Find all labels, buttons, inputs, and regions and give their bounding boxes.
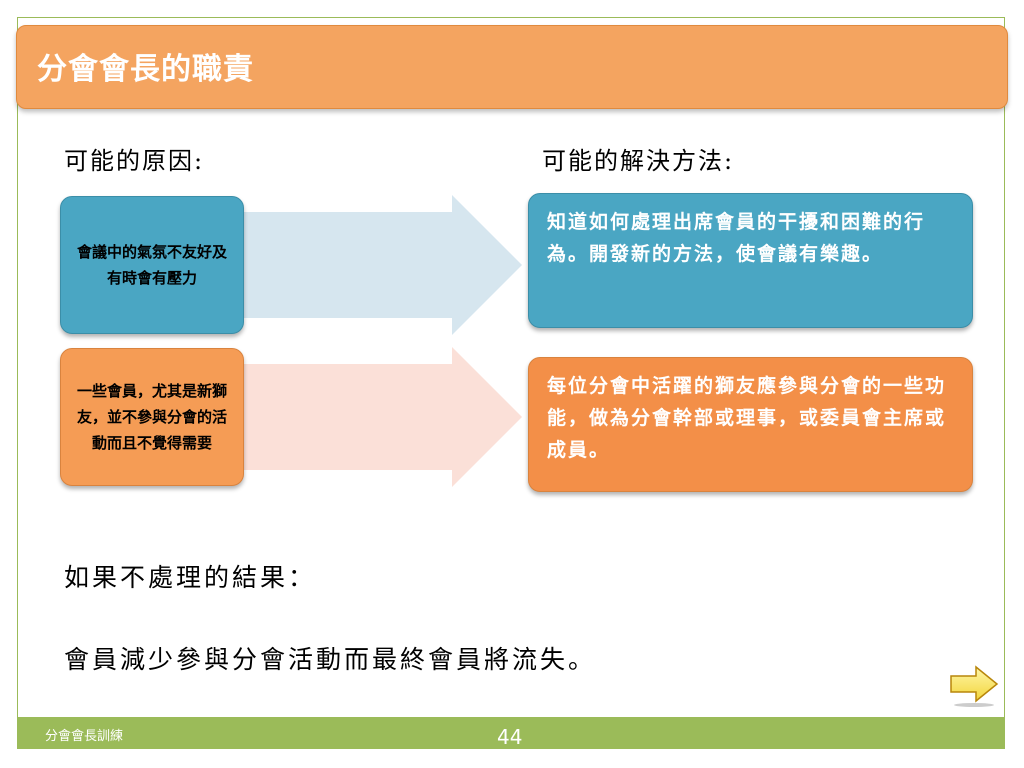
- solutions-heading: 可能的解決方法:: [542, 147, 735, 175]
- blue-arrow-shape: [244, 195, 522, 335]
- footer-bar: 分會會長訓練 44: [17, 717, 1005, 749]
- pink-arrow-shape: [244, 347, 522, 487]
- slide-title: 分會會長的職責: [37, 52, 254, 87]
- solution-text: 知道如何處理出席會員的干擾和困難的行為。開發新的方法，使會議有樂趣。: [547, 211, 926, 265]
- footer-course-title: 分會會長訓練: [45, 729, 124, 744]
- causes-heading: 可能的原因:: [64, 147, 205, 175]
- title-bar: 分會會長的職責: [16, 25, 1008, 109]
- cause-text: 會議中的氣氛不友好及有時會有壓力: [76, 243, 227, 287]
- next-arrow-icon[interactable]: [948, 664, 1000, 708]
- page-number: 44: [497, 725, 523, 749]
- cause-text: 一些會員，尤其是新獅友，並不參與分會的活動而且不覺得需要: [76, 382, 227, 452]
- cause-box-atmosphere: 會議中的氣氛不友好及有時會有壓力: [60, 196, 244, 334]
- consequence-label: 如果不處理的結果：: [64, 563, 317, 592]
- solution-text: 每位分會中活躍的獅友應參與分會的一些功能，做為分會幹部或理事，或委員會主席或成員…: [547, 375, 947, 461]
- solution-box-involve-members: 每位分會中活躍的獅友應參與分會的一些功能，做為分會幹部或理事，或委員會主席或成員…: [528, 357, 973, 492]
- solution-box-handle-disruption: 知道如何處理出席會員的干擾和困難的行為。開發新的方法，使會議有樂趣。: [528, 193, 973, 328]
- consequence-text: 會員減少參與分會活動而最終會員將流失。: [64, 645, 597, 674]
- cause-box-participation: 一些會員，尤其是新獅友，並不參與分會的活動而且不覺得需要: [60, 348, 244, 486]
